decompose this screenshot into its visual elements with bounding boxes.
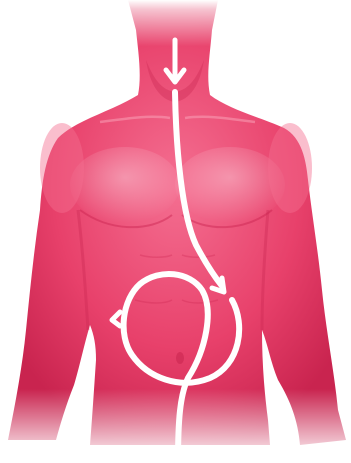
figure-canvas: [0, 0, 351, 463]
torso-illustration: [0, 0, 351, 463]
